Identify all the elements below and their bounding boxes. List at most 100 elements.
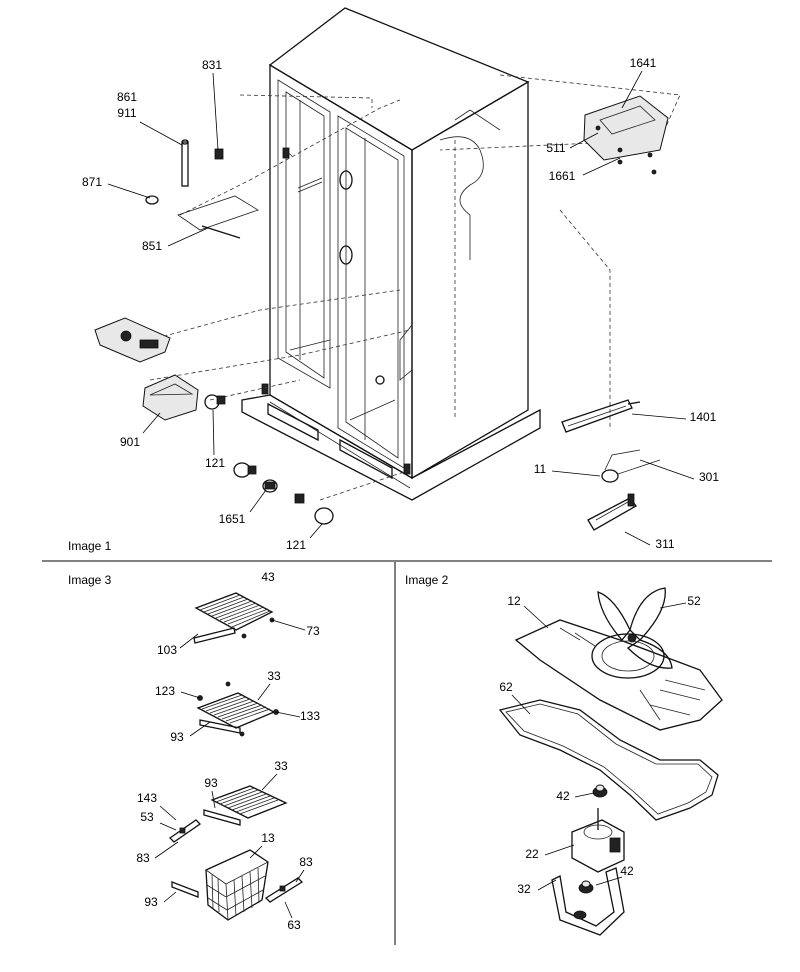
callout-label-73: 73 <box>306 624 320 638</box>
callout-label-911: 911 <box>117 106 136 120</box>
callout-label-42: 42 <box>620 864 634 878</box>
leader-line-93 <box>189 721 211 737</box>
wire-shelf-43 <box>194 592 275 639</box>
part-clip-831 <box>214 148 224 160</box>
callout-label-1641: 1641 <box>630 56 657 70</box>
part-bulb-121-b <box>294 493 334 525</box>
leader-line-1641 <box>621 70 643 109</box>
leader-line-301 <box>639 459 695 480</box>
shelf-trim-103 <box>193 627 236 644</box>
shelf-trim-93-b <box>203 809 241 826</box>
leader-line-143 <box>159 805 177 821</box>
leader-line-871 <box>107 183 151 199</box>
leader-line-93 <box>163 891 177 903</box>
leader-line-1651 <box>249 489 267 513</box>
callout-label-83: 83 <box>299 855 313 869</box>
callout-label-831: 831 <box>202 58 222 72</box>
panel-title-image2: Image 2 <box>405 573 449 587</box>
part-bracket-1641 <box>583 95 669 175</box>
callout-label-33: 33 <box>267 669 281 683</box>
part-tube-911 <box>181 139 189 187</box>
callout-label-103: 103 <box>157 643 177 657</box>
leader-line-12 <box>523 605 549 629</box>
part-socket-1651 <box>233 462 278 493</box>
leader-line-911 <box>139 121 183 146</box>
callout-label-12: 12 <box>507 594 521 608</box>
callout-label-63: 63 <box>287 918 301 932</box>
leader-line-62 <box>511 694 531 715</box>
leader-line-1401 <box>631 413 687 420</box>
callout-label-301: 301 <box>699 470 719 484</box>
leader-line-901 <box>142 412 161 434</box>
leader-line-13 <box>249 845 263 859</box>
callout-label-861: 861 <box>117 90 137 104</box>
part-lamp-871 <box>145 195 159 205</box>
leader-line-83 <box>154 841 179 859</box>
part-heater-1401 <box>561 399 641 433</box>
callout-layer: 8318619118718519011211651121164151116611… <box>82 56 719 932</box>
motor-bracket-32 <box>551 867 625 936</box>
leader-line-11 <box>551 470 601 477</box>
callout-label-1661: 1661 <box>549 169 576 183</box>
refrigerator-cabinet <box>149 7 681 501</box>
wire-shelf-33-a <box>196 681 279 729</box>
leader-line-73 <box>271 619 306 631</box>
leader-line-53 <box>159 822 177 831</box>
part-thermostat-11 <box>601 449 661 483</box>
leader-line-123 <box>180 691 201 699</box>
leader-line-831 <box>212 72 219 151</box>
fan-cover-12 <box>514 619 723 731</box>
callout-label-1401: 1401 <box>690 410 717 424</box>
shelf-trim-93-c <box>171 881 199 898</box>
leader-line-851 <box>167 227 209 247</box>
leader-line-63 <box>284 901 293 919</box>
wire-basket-13 <box>205 849 269 921</box>
fan-motor-22 <box>571 808 625 873</box>
callout-label-511: 511 <box>546 141 565 155</box>
callout-label-133: 133 <box>300 709 320 723</box>
callout-label-851: 851 <box>142 239 162 253</box>
leader-line-22 <box>544 844 575 856</box>
leader-line-133 <box>275 711 301 718</box>
callout-label-93: 93 <box>204 776 218 790</box>
callout-label-42: 42 <box>556 789 570 803</box>
callout-label-93: 93 <box>170 730 184 744</box>
shelf-trim-93-a <box>199 719 245 737</box>
callout-label-32: 32 <box>517 882 531 896</box>
part-control-housing <box>94 317 171 363</box>
leader-line-52 <box>659 602 687 609</box>
leader-line-33 <box>257 683 271 701</box>
callout-label-901: 901 <box>120 435 140 449</box>
leader-line-93 <box>211 790 216 809</box>
callout-label-53: 53 <box>140 810 154 824</box>
panel-title-image3: Image 3 <box>68 573 112 587</box>
callout-label-52: 52 <box>687 594 701 608</box>
leader-line-32 <box>537 879 557 891</box>
callout-label-13: 13 <box>261 831 275 845</box>
callout-label-83: 83 <box>136 851 150 865</box>
leader-line-83 <box>295 869 305 883</box>
callout-label-22: 22 <box>525 847 539 861</box>
basket-slide-53 <box>168 819 202 843</box>
callout-label-93: 93 <box>144 895 158 909</box>
leader-line-121 <box>309 523 323 539</box>
callout-label-43: 43 <box>261 570 275 584</box>
callout-label-1651: 1651 <box>219 512 246 526</box>
grommet-42-a <box>592 784 608 798</box>
leader-line-1661 <box>582 157 621 176</box>
callout-label-311: 311 <box>655 537 674 551</box>
leader-line-42 <box>595 876 623 886</box>
callout-label-33: 33 <box>274 759 288 773</box>
wire-shelf-33-b <box>210 785 288 819</box>
leader-line-511 <box>569 132 599 149</box>
callout-label-871: 871 <box>82 175 102 189</box>
callout-label-62: 62 <box>499 680 513 694</box>
part-bulb-121-a <box>204 394 226 410</box>
gasket-62 <box>498 699 719 821</box>
leader-line-311 <box>624 531 651 546</box>
leader-line-33 <box>261 773 278 791</box>
callout-label-121: 121 <box>205 456 225 470</box>
part-wire-851 <box>177 195 259 239</box>
